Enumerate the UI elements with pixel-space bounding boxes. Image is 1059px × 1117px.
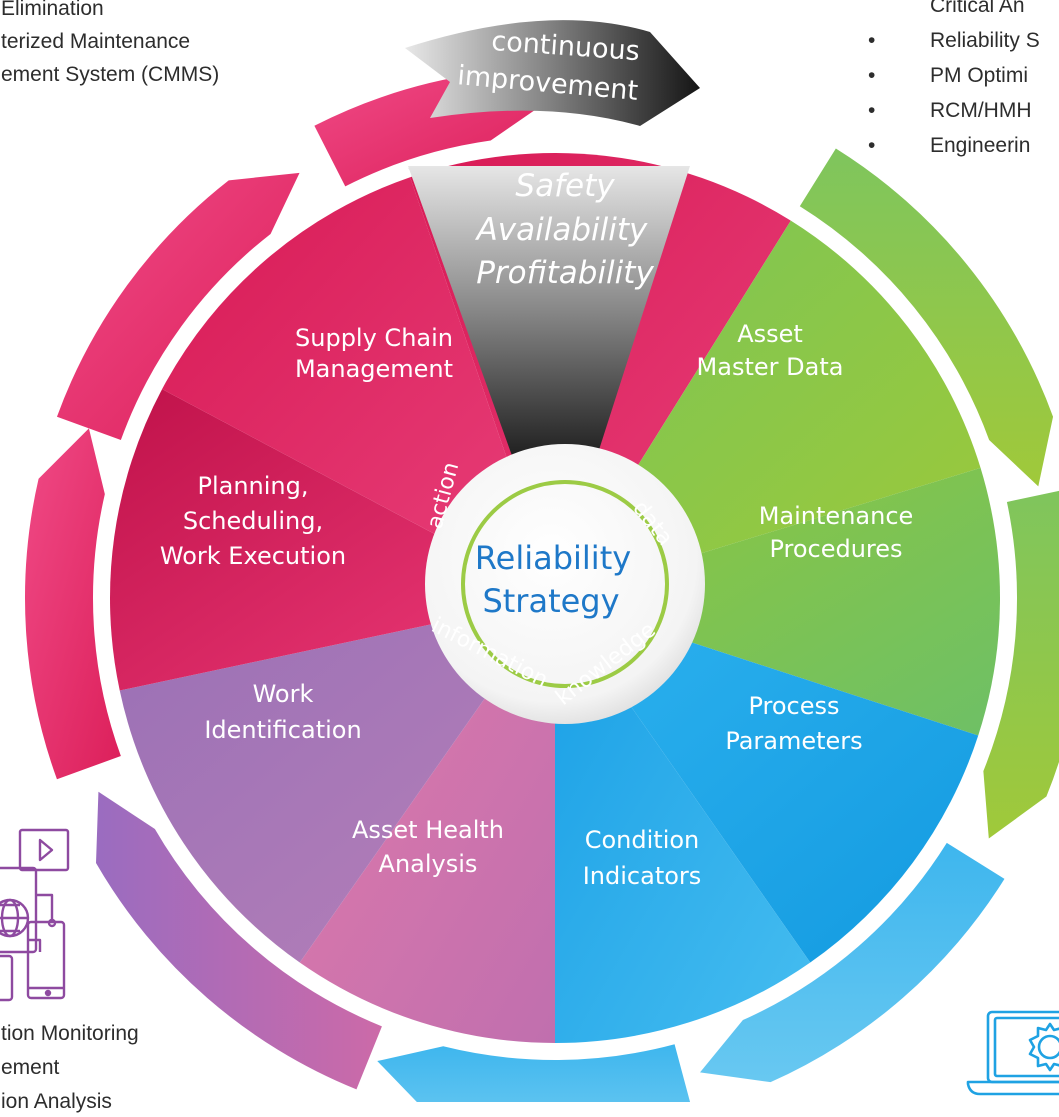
label-asset-master-2: Master Data	[697, 353, 844, 381]
top-left-list: Elimination terized Maintenance ement Sy…	[1, 0, 219, 90]
wedge-line-profitability: Profitability	[476, 255, 654, 291]
bottom-left-item-2: ement	[1, 1056, 60, 1079]
label-condition-2: Indicators	[583, 862, 702, 890]
arrow-blue-bottom	[377, 1044, 691, 1102]
label-asset-master-1: Asset	[737, 320, 803, 348]
label-planning-2: Scheduling,	[183, 507, 323, 535]
web-devices-icon	[0, 828, 70, 1002]
label-asset-health-2: Analysis	[379, 850, 478, 878]
top-right-item-2: •Reliability S	[868, 29, 1040, 52]
segment-labels: Supply Chain Management Asset Master Dat…	[160, 320, 913, 890]
segment-asset-health-analysis	[299, 598, 555, 1043]
label-process-1: Process	[748, 692, 839, 720]
hub-title-line1: Reliability	[475, 539, 631, 577]
continuous-improvement-banner: continuous improvement	[405, 20, 700, 126]
top-wedge-shape	[408, 166, 690, 478]
bottom-left-item-1: tion Monitoring	[1, 1022, 139, 1045]
label-asset-health-1: Asset Health	[352, 816, 504, 844]
outer-cycle-arrows	[24, 73, 1059, 1102]
label-work-id-2: Identification	[204, 716, 361, 744]
top-left-item-2: terized Maintenance	[1, 30, 191, 53]
wedge-line-safety: Safety	[515, 168, 615, 204]
bottom-left-list: tion Monitoring ement ion Analysis	[1, 1019, 139, 1117]
label-maintenance-2: Procedures	[769, 535, 902, 563]
hub-title-line2: Strategy	[482, 582, 619, 620]
label-planning-3: Work Execution	[160, 542, 346, 570]
segment-supply-chain-left	[162, 177, 555, 598]
label-condition-1: Condition	[585, 826, 700, 854]
label-supply-chain-2: Management	[295, 355, 453, 383]
laptop-gear-icon	[966, 1010, 1059, 1096]
segment-maintenance-procedures	[555, 467, 1000, 736]
top-right-item-3: •PM Optimi	[868, 64, 1029, 87]
label-planning-1: Planning,	[197, 472, 308, 500]
arrow-red-lower	[24, 428, 121, 780]
label-process-2: Parameters	[725, 727, 862, 755]
label-supply-chain-1: Supply Chain	[295, 324, 453, 352]
label-work-id-1: Work	[253, 680, 314, 708]
segment-process-parameters	[555, 598, 979, 963]
top-right-item-1-text: Critical An	[930, 0, 1025, 17]
top-right-item-2-text: Reliability S	[930, 29, 1040, 52]
top-right-list: Critical An •Reliability S •PM Optimi •R…	[868, 0, 1040, 163]
top-left-item-3: ement System (CMMS)	[1, 63, 220, 86]
top-right-item-5: •Engineerin	[868, 134, 1031, 157]
top-left-item-1: Elimination	[1, 0, 104, 20]
top-right-item-1: Critical An	[868, 0, 1040, 23]
segment-work-identification	[119, 598, 556, 963]
bottom-left-item-3: ion Analysis	[1, 1090, 112, 1113]
top-right-item-3-text: PM Optimi	[930, 64, 1029, 87]
top-right-item-4: •RCM/HMH	[868, 99, 1032, 122]
arrow-green-right	[983, 490, 1059, 839]
arrow-green-top	[799, 148, 1054, 487]
arrow-blue-right	[700, 842, 1005, 1083]
hub: Reliability Strategy action data informa…	[423, 444, 705, 724]
top-right-item-5-text: Engineerin	[930, 134, 1031, 157]
label-maintenance-1: Maintenance	[759, 502, 914, 530]
arrow-purple	[96, 791, 382, 1090]
arrow-red-upper	[56, 172, 300, 440]
top-right-item-4-text: RCM/HMH	[930, 99, 1032, 122]
wedge-line-availability: Availability	[475, 212, 648, 248]
